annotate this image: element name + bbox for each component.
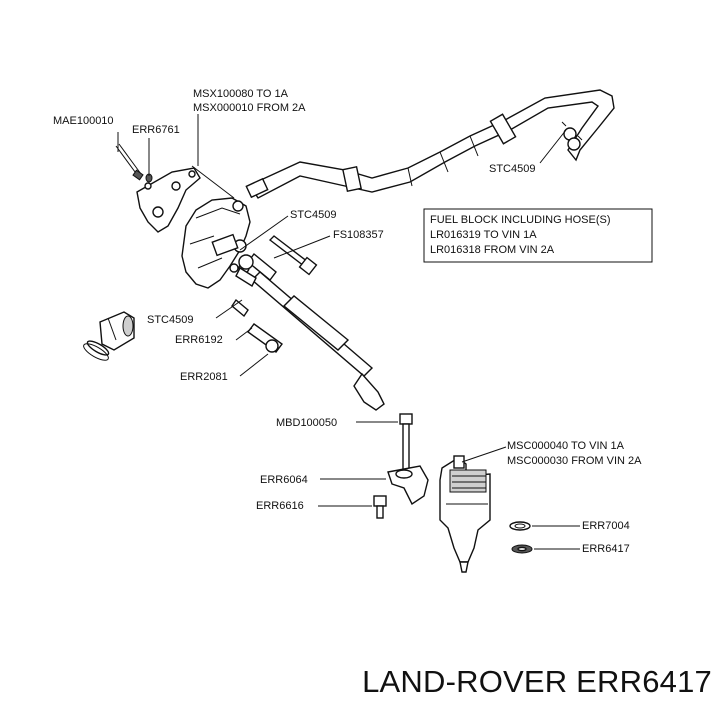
callout-err6417: ERR6417 [582,543,630,555]
callout-mae100010: MAE100010 [53,115,114,127]
callout-msx-1: MSX100080 TO 1A [193,88,289,100]
pressure-regulator [83,311,135,361]
callout-stc4509-top: STC4509 [489,163,535,175]
leader-lines [117,114,580,550]
callout-err6192: ERR6192 [175,334,223,346]
note-line-2: LR016319 TO VIN 1A [430,229,537,241]
washer-err7004 [509,521,531,531]
fuel-injector [439,455,491,573]
fuel-block-note: FUEL BLOCK INCLUDING HOSE(S) LR016319 TO… [423,208,653,263]
bolt-mae100010 [115,143,144,181]
injector-pipe [235,266,385,411]
fuel-hose [245,89,615,199]
callout-err6761: ERR6761 [132,124,180,136]
callout-fs108357: FS108357 [333,229,384,241]
clamp-err6064 [387,465,429,506]
note-line-3: LR016318 FROM VIN 2A [430,244,555,256]
callout-msc-1: MSC000040 TO VIN 1A [507,440,625,452]
callout-msx-2: MSX000010 FROM 2A [193,102,306,114]
callout-mbd100050: MBD100050 [276,417,337,429]
callout-stc4509-left: STC4509 [147,314,193,326]
part-caption: LAND-ROVER ERR6417 [362,664,712,699]
callout-err7004: ERR7004 [582,520,630,532]
mounting-bracket [136,167,201,233]
callout-err2081: ERR2081 [180,371,228,383]
seal-err6192 [231,298,283,353]
note-line-1: FUEL BLOCK INCLUDING HOSE(S) [430,214,611,226]
callout-err6064: ERR6064 [260,474,308,486]
bolt-fs108357 [268,235,318,276]
callout-stc4509-mid: STC4509 [290,209,336,221]
bolt-mbd100050 [399,413,413,475]
callout-msc-2: MSC000030 FROM VIN 2A [507,455,642,467]
bolt-err6616 [373,495,387,519]
callout-err6616: ERR6616 [256,500,304,512]
